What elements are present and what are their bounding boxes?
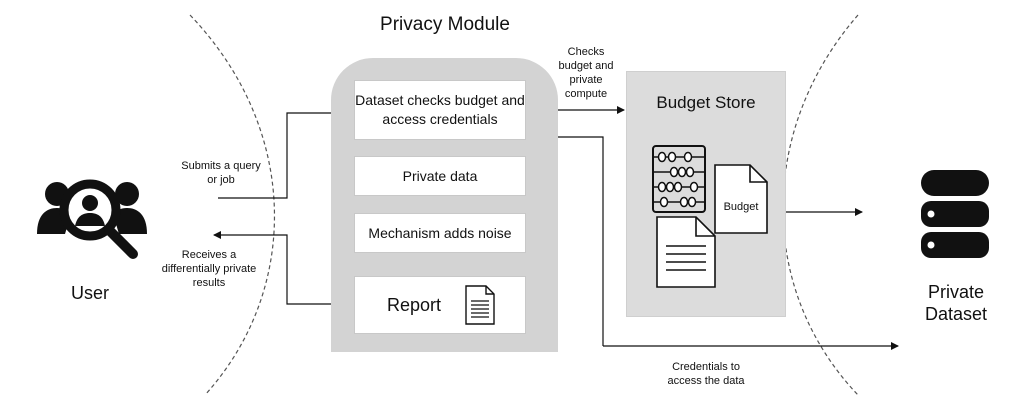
budget-document-label: Budget	[723, 201, 759, 213]
receive-results-label: Receives a differentially private result…	[161, 249, 257, 289]
receive-results-arrow	[213, 231, 354, 305]
private-dataset-label: Private Dataset	[924, 282, 988, 324]
abacus-icon	[652, 145, 706, 213]
report-document-icon	[465, 285, 495, 325]
user-search-icon	[37, 179, 147, 259]
privacy-module-title: Privacy Module	[380, 14, 510, 35]
step-add-noise: Mechanism adds noise	[354, 213, 526, 253]
user-label: User	[70, 283, 109, 303]
checks-budget-label: Checks budget and private compute	[558, 46, 614, 100]
budget-document-icon	[714, 164, 768, 234]
submit-query-label: Submits a query or job	[181, 160, 261, 186]
step-report: Report	[354, 276, 526, 334]
budget-store-title: Budget Store	[656, 93, 756, 112]
database-icon	[921, 170, 989, 258]
step-private-data: Private data	[354, 156, 526, 196]
page-document-icon	[656, 216, 716, 288]
step-check-credentials: Dataset checks budget and access credent…	[354, 80, 526, 140]
dataset-boundary-arc	[782, 14, 859, 396]
submit-query-arrow	[218, 109, 353, 199]
user-boundary-arc	[189, 14, 275, 396]
credentials-label: Credentials to access the data	[667, 361, 745, 387]
